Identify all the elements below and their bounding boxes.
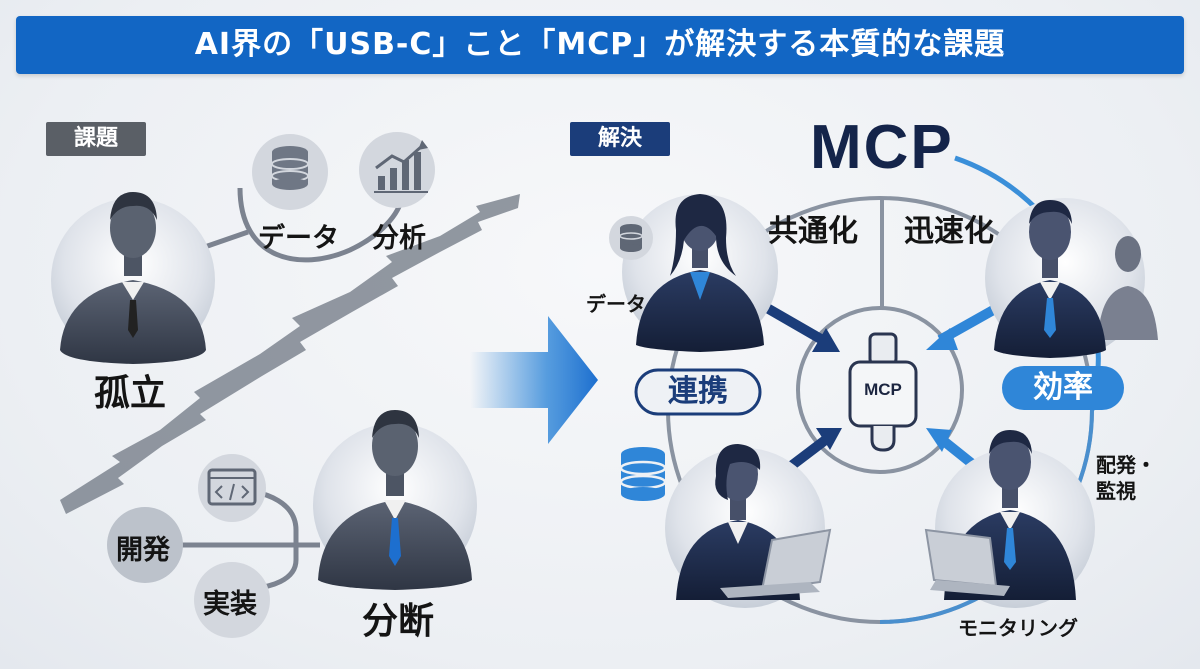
title-banner: AI界の「USB-C」こと「MCP」が解決する本質的な課題 (16, 16, 1184, 74)
bar-chart-icon (359, 132, 435, 208)
data-label: データ (258, 223, 339, 254)
speed-label: 迅速化 (904, 214, 994, 249)
development-badge (107, 507, 183, 583)
blue-database-icon (619, 447, 667, 501)
implementation-badge (194, 562, 270, 638)
solution-tag: 解決 (570, 122, 670, 156)
database-icon (252, 134, 328, 210)
fragmentation-label: 分断 (362, 601, 435, 642)
collaboration-pill (634, 368, 762, 416)
fragmented-person (313, 410, 477, 590)
isolation-label: 孤立 (94, 373, 167, 414)
banner-title: AI界の「USB-C」こと「MCP」が解決する本質的な課題 (194, 27, 1006, 62)
transition-arrow (470, 316, 598, 444)
monitoring-label: モニタリング (958, 616, 1078, 640)
code-window-icon (198, 454, 266, 522)
collaboration-label: 連携 (668, 374, 728, 409)
problem-section (51, 132, 520, 638)
efficiency-pill (1002, 366, 1124, 410)
data-small-label: データ (586, 292, 646, 316)
plug-label: MCP (864, 380, 902, 399)
small-database-icon (609, 216, 653, 260)
solution-section (609, 155, 1158, 624)
efficiency-team (985, 198, 1158, 358)
problem-tag: 課題 (46, 122, 146, 156)
isolated-person (51, 192, 215, 364)
development-label: 開発 (116, 535, 170, 566)
collaborator-woman (622, 194, 778, 352)
deploy-monitor-label: 配発・ 監視 (1096, 453, 1156, 503)
crack-divider (60, 194, 520, 514)
efficiency-label: 効率 (1033, 370, 1093, 405)
usb-plug-icon (848, 332, 918, 452)
connector-data-analysis (237, 187, 405, 263)
mcp-title: MCP (810, 113, 954, 182)
analysis-label: 分析 (372, 223, 426, 254)
laptop-man (924, 430, 1095, 608)
standardization-label: 共通化 (768, 214, 858, 249)
implementation-label: 実装 (203, 589, 257, 620)
laptop-woman (665, 444, 832, 608)
